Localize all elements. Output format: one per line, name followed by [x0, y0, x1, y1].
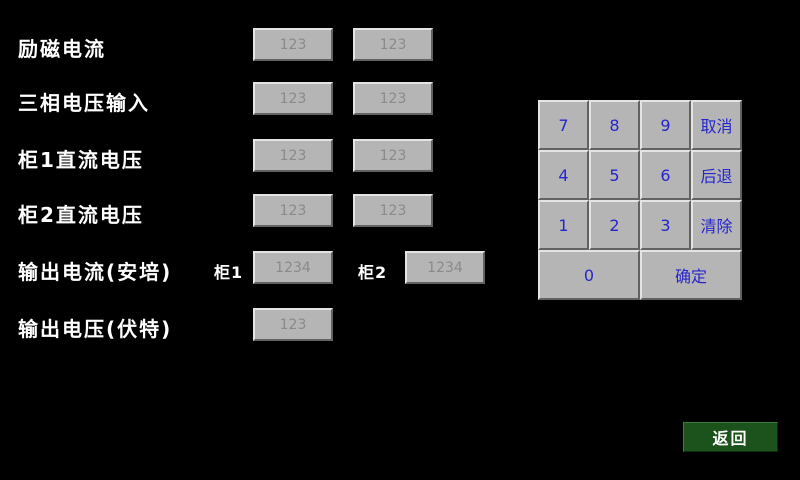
cabinet1-dc-voltage-field-2[interactable]: 123	[353, 139, 433, 172]
three-phase-voltage-field-1[interactable]: 123	[253, 82, 333, 115]
output-current-cabinet1-field[interactable]: 1234	[253, 251, 333, 284]
excitation-current-field-2[interactable]: 123	[353, 28, 433, 61]
confirm-key[interactable]: 确定	[640, 250, 742, 300]
label-cabinet2-dc-voltage: 柜2直流电压	[18, 203, 144, 227]
cabinet2-dc-voltage-field-2[interactable]: 123	[353, 194, 433, 227]
backspace-key[interactable]: 后退	[691, 150, 742, 200]
key-5[interactable]: 5	[589, 150, 640, 200]
label-output-current-cabinet1: 柜1	[214, 263, 244, 282]
excitation-current-field-1[interactable]: 123	[253, 28, 333, 61]
label-cabinet1-dc-voltage: 柜1直流电压	[18, 148, 144, 172]
label-output-voltage: 输出电压(伏特)	[18, 317, 173, 341]
three-phase-voltage-field-2[interactable]: 123	[353, 82, 433, 115]
cancel-key[interactable]: 取消	[691, 100, 742, 150]
key-8[interactable]: 8	[589, 100, 640, 150]
key-0[interactable]: 0	[538, 250, 640, 300]
key-9[interactable]: 9	[640, 100, 691, 150]
key-7[interactable]: 7	[538, 100, 589, 150]
output-current-cabinet2-field[interactable]: 1234	[405, 251, 485, 284]
key-4[interactable]: 4	[538, 150, 589, 200]
cabinet1-dc-voltage-field-1[interactable]: 123	[253, 139, 333, 172]
label-output-current: 输出电流(安培)	[18, 260, 173, 284]
numeric-keypad: 7 8 9 取消 4 5 6 后退 1 2 3 清除 0 确定	[538, 100, 742, 300]
cabinet2-dc-voltage-field-1[interactable]: 123	[253, 194, 333, 227]
label-three-phase-voltage-input: 三相电压输入	[18, 91, 150, 115]
key-6[interactable]: 6	[640, 150, 691, 200]
clear-key[interactable]: 清除	[691, 200, 742, 250]
output-voltage-field[interactable]: 123	[253, 308, 333, 341]
key-3[interactable]: 3	[640, 200, 691, 250]
label-output-current-cabinet2: 柜2	[358, 263, 388, 282]
key-2[interactable]: 2	[589, 200, 640, 250]
label-excitation-current: 励磁电流	[18, 37, 106, 61]
back-button[interactable]: 返回	[683, 422, 778, 452]
key-1[interactable]: 1	[538, 200, 589, 250]
